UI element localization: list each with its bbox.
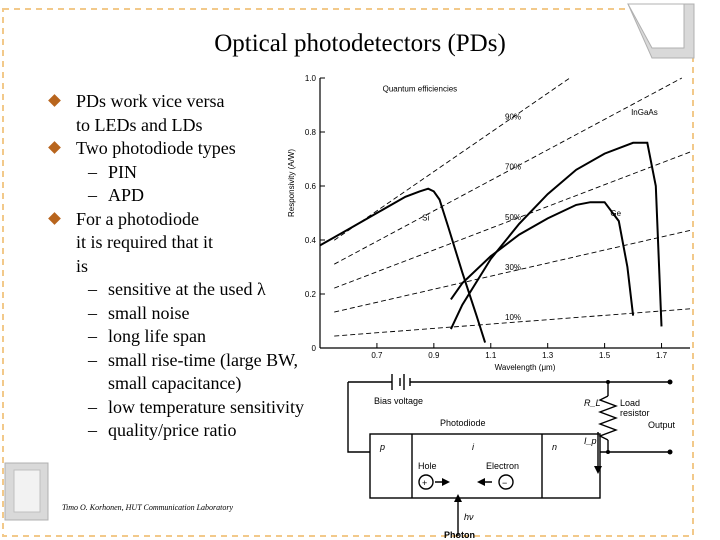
bullet-line: For a photodiode [76, 208, 199, 229]
x-tick-label: 0.7 [371, 351, 383, 360]
electron-label: Electron [486, 461, 519, 471]
qe-annotation: Quantum efficiencies [383, 85, 458, 94]
p-label: p [379, 442, 385, 452]
bullet-item: For a photodiode it is required that it … [48, 208, 340, 279]
y-tick-label: 0 [312, 344, 317, 353]
y-tick-label: 0.4 [305, 236, 317, 245]
series-line [449, 141, 663, 330]
dash-icon: – [88, 302, 97, 323]
bullet-line: it is required that it [76, 232, 213, 252]
series-line [450, 201, 635, 316]
sub-line: small rise-time (large BW, [108, 349, 298, 370]
output-label: Output [648, 420, 676, 430]
dash-icon: – [88, 396, 97, 417]
efficiency-label: 70% [505, 163, 521, 172]
slide-footer: Timo O. Korhonen, HUT Communication Labo… [62, 503, 234, 512]
hole-label: Hole [418, 461, 437, 471]
sub-line: PIN [108, 161, 138, 182]
x-tick-label: 0.9 [428, 351, 440, 360]
bullet-item: Two photodiode types [48, 137, 340, 161]
minus-sign: − [502, 478, 507, 488]
dash-icon: – [88, 326, 97, 346]
efficiency-line [334, 229, 691, 313]
sub-line: APD [108, 185, 145, 205]
rl-label: R_L [584, 398, 601, 408]
photodiode-circuit: Bias voltage Photodiode R_L Load resisto… [347, 374, 676, 540]
hole-icon [418, 474, 434, 490]
bullet-line: Two photodiode types [76, 138, 236, 158]
responsivity-chart: 0 0.2 0.4 0.6 0.8 1.0 0.7 0.9 1.1 1.3 1.5 1.7Wavele… [287, 74, 691, 372]
sub-line: quality/price ratio [108, 420, 237, 440]
bullet-marker-icon [48, 211, 61, 225]
y-tick-label: 0.6 [305, 182, 317, 191]
series-label: InGaAs [631, 108, 658, 117]
y-axis-label: Responsivity (A/W) [287, 149, 296, 217]
sub-line: sensitive at the used λ [108, 279, 266, 299]
x-axis-label: Wavelength (μm) [495, 363, 556, 372]
sub-line: long life span [108, 326, 206, 346]
bullet-marker-icon [48, 94, 61, 107]
efficiency-label: 30% [505, 263, 521, 272]
battery-icon [391, 374, 411, 390]
dash-icon: – [88, 420, 97, 440]
series-label: Ge [610, 209, 621, 218]
dash-icon: – [88, 185, 97, 205]
sub-line: small noise [108, 302, 190, 323]
hv-label: hν [464, 512, 474, 522]
i-label: i [472, 442, 475, 452]
sub-item: –long life span [50, 325, 340, 349]
y-tick-label: 0.2 [305, 290, 317, 299]
dash-icon: – [88, 349, 97, 370]
y-tick-label: 1.0 [305, 74, 317, 83]
sub-line: low temperature sensitivity [108, 396, 304, 417]
ip-label: I_p [584, 436, 597, 446]
efficiency-line [334, 77, 683, 265]
series-line [319, 187, 487, 343]
load-label: Load [620, 398, 640, 408]
plus-sign: + [422, 478, 427, 488]
n-label: n [552, 442, 557, 452]
efficiency-label: 90% [505, 113, 521, 122]
dash-icon: – [88, 279, 97, 299]
resistor-label: resistor [620, 408, 650, 418]
bullet-line: to LEDs and LDs [76, 114, 203, 135]
dash-icon: – [88, 161, 97, 182]
bullet-item: PDs work vice versa to LEDs and LDs [48, 90, 340, 137]
x-tick-label: 1.5 [599, 351, 611, 360]
efficiency-line [334, 308, 691, 337]
sub-item: –low temperature sensitivity [50, 396, 340, 420]
sub-item: –small rise-time (large BW, small capacit… [50, 349, 340, 396]
efficiency-label: 10% [505, 313, 521, 322]
sub-item: –APD [50, 184, 340, 208]
efficiency-line [333, 77, 571, 241]
sub-line: small capacitance) [108, 373, 242, 393]
y-tick-label: 0.8 [305, 128, 317, 137]
bullet-line: PDs work vice versa [76, 91, 225, 111]
photodiode-label: Photodiode [440, 418, 486, 428]
series-label: Si [422, 214, 429, 223]
x-tick-label: 1.3 [542, 351, 554, 360]
bullet-list: PDs work vice versa to LEDs and LDs Two … [48, 90, 340, 443]
bullet-marker-icon [48, 141, 61, 154]
sub-item: –sensitive at the used λ [50, 278, 340, 302]
x-tick-label: 1.7 [656, 351, 668, 360]
slide-title: Optical photodetectors (PDs) [214, 30, 506, 57]
x-tick-label: 1.1 [485, 351, 497, 360]
photodiode-block [369, 433, 601, 499]
efficiency-label: 50% [505, 213, 521, 222]
sub-item: –quality/price ratio [50, 419, 340, 443]
bullet-line: is [76, 255, 89, 276]
electron-icon [498, 474, 514, 490]
resistor-icon [598, 395, 618, 441]
output-wire [608, 381, 670, 453]
photon-label: Photon [444, 530, 475, 540]
circuit-wire [347, 381, 609, 453]
sub-item: –PIN [50, 161, 340, 185]
bias-voltage-label: Bias voltage [374, 396, 423, 406]
sub-item: –small noise [50, 302, 340, 326]
